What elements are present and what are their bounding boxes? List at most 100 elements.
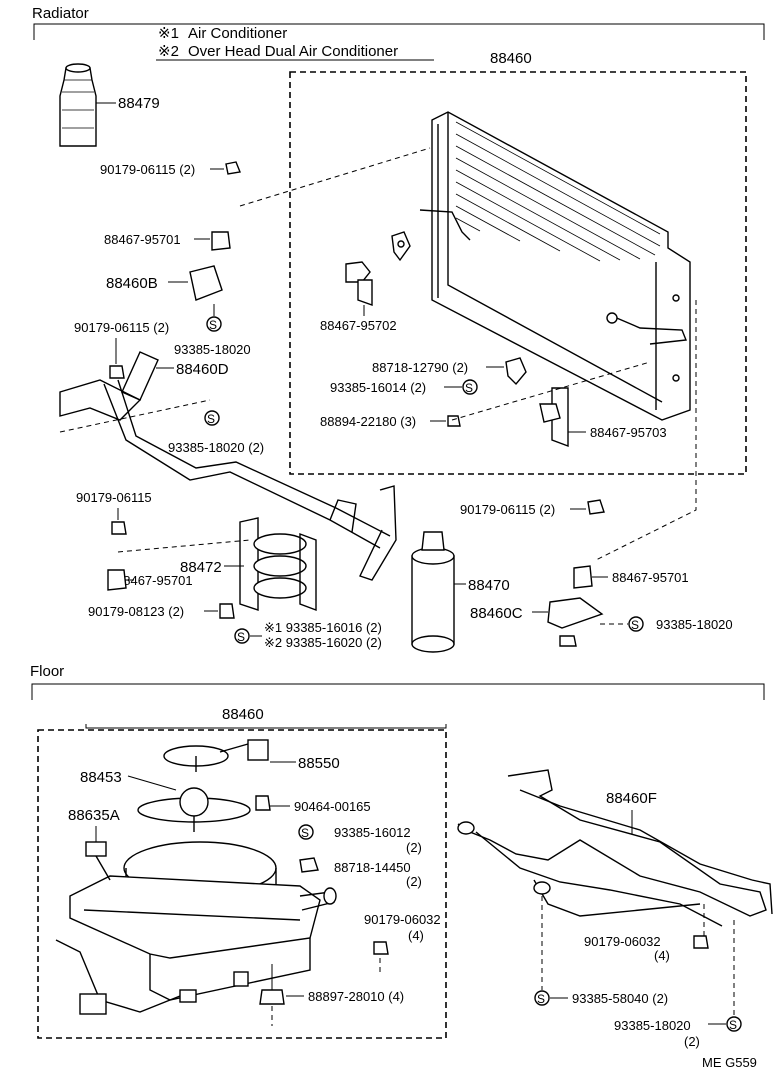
bolt-88897-28010 [259,964,285,1026]
label-90179-06032b-qty: (4) [654,948,670,963]
label-90179-06115-2c: 90179-06115 (2) [460,502,555,517]
label-88718-12790: 88718-12790 (2) [372,360,468,375]
washer-mark-4: S [237,630,245,644]
dash-link-3 [595,300,697,561]
mount-88467-95703 [539,387,569,448]
washer-93385-18020b [628,616,644,632]
assembly-box-88460 [289,71,747,475]
label-88460C: 88460C [470,605,523,622]
dash-link-2 [451,361,651,421]
nut-90179-06032 [373,941,389,955]
label-93385-18020-floor: 93385-18020 [614,1018,691,1033]
bracket-88718 [391,231,411,262]
clip-floor [233,971,249,987]
clip-88718-12790 [505,357,527,386]
label-88453: 88453 [80,769,122,786]
nut-90179-08123 [219,603,235,619]
label-88467-95701b: 88467-95701 [116,573,193,588]
label-88550: 88550 [298,755,340,772]
label-93385-18020-floor-qty: (2) [684,1034,700,1049]
label-90179-06115-2a: 90179-06115 (2) [100,162,195,177]
nut-90464-00165 [255,795,271,811]
section-title-floor: Floor [30,663,64,680]
washer-mark-8: S [729,1018,737,1032]
nut-90179-06115-a [225,161,241,175]
mount-88467-95701b [107,569,127,591]
condenser-88460 [419,111,691,421]
floor-section-bracket [31,683,765,700]
label-90464-00165: 90464-00165 [294,799,371,814]
label-88472: 88472 [180,559,222,576]
note1-mark: ※1 [158,25,179,42]
label-88467-95702: 88467-95702 [320,318,397,333]
label-88479: 88479 [118,95,160,112]
washer-mark-6: S [301,826,309,840]
bracket-88460B [189,265,223,301]
bracket-floor-88460 [85,724,447,729]
label-88718-14450: 88718-14450 [334,860,411,875]
pipe-88460F [457,769,773,927]
label-90179-06115-2b: 90179-06115 (2) [74,320,169,335]
label-88894-22180: 88894-22180 (3) [320,414,416,429]
washer-mark-7: S [537,992,545,1006]
fan-88453 [137,787,251,832]
nut-88460C [559,635,577,647]
washer-93385-18020a [206,316,222,332]
label-88467-95701a: 88467-95701 [104,232,181,247]
note2-mark: ※2 [158,43,179,60]
label-floor-88460: 88460 [222,706,264,723]
nut-90179-06115-c2 [587,499,605,515]
label-88460F: 88460F [606,790,657,807]
label-90179-06032-qty: (4) [408,928,424,943]
boot-88479 [59,63,97,147]
label-88460B: 88460B [106,275,158,292]
washer-93385-58040 [534,990,550,1006]
switch-88635A [85,841,107,857]
label-90179-06032: 90179-06032 [364,912,441,927]
assembly-box-floor-88460 [37,729,447,1039]
label-88718-14450-qty: (2) [406,874,422,889]
washer-93385-18020-floor [726,1016,742,1032]
label-88470: 88470 [468,577,510,594]
label-93385-58040: 93385-58040 (2) [572,991,668,1006]
resistor-88550 [163,739,269,772]
label-90179-06115c: 90179-06115 [76,490,152,505]
footer-code: ME G559 [702,1055,757,1070]
mount-88467-95701a [211,231,231,251]
bolt-88718-14450 [299,857,319,873]
section-title-radiator: Radiator [32,5,89,22]
leader-88453 [127,775,177,791]
nut-90179-06032b [693,935,709,949]
label-88467-95701c: 88467-95701 [612,570,689,585]
clamp-88472 [239,517,317,612]
washer-93385-16012 [298,824,314,840]
dash-link-5 [117,539,251,553]
note1-text: Air Conditioner [188,25,287,42]
evaporator-unit [69,841,337,1001]
mount-88467-95702 [345,261,373,306]
washer-mark-3: S [207,412,215,426]
bolt-88894-22180 [447,415,461,427]
label-88460-top: 88460 [490,50,532,67]
label-88467-95703: 88467-95703 [590,425,667,440]
label-90179-06032b: 90179-06032 [584,934,661,949]
nut-90179-06115-b [109,365,125,379]
label-90179-08123: 90179-08123 (2) [88,604,184,619]
label-88460D: 88460D [176,361,229,378]
label-93385-16014: 93385-16014 (2) [330,380,426,395]
mount-88467-95701c [573,565,593,589]
label-88897-28010: 88897-28010 (4) [308,989,404,1004]
washer-mark-2: S [209,318,217,332]
label-note1-part: ※1 93385-16016 (2) [264,620,382,635]
receiver-88470 [411,531,455,653]
washer-mark-1: S [465,381,473,395]
wiring-harness [55,855,197,1015]
dash-link-1 [239,147,431,207]
label-93385-18020b: 93385-18020 [656,617,733,632]
radiator-section-bracket [33,23,765,40]
label-93385-18020-2: 93385-18020 (2) [168,440,264,455]
note2-text: Over Head Dual Air Conditioner [188,43,398,60]
label-93385-18020a: 93385-18020 [174,342,251,357]
